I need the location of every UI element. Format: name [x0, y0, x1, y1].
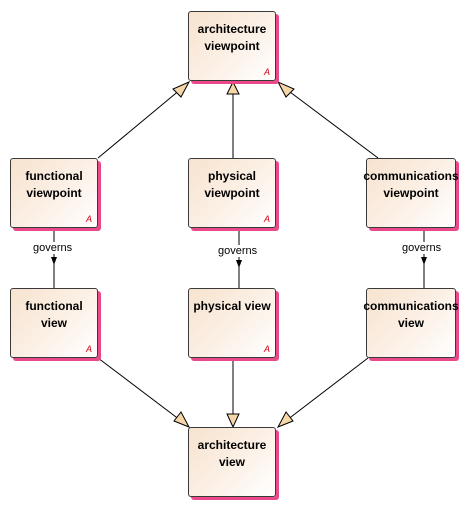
functional-governs-label: governs	[32, 242, 74, 254]
node-label: architecture view	[197, 438, 267, 469]
node-label: communications view	[363, 299, 459, 330]
abstract-badge: A	[263, 67, 270, 77]
edge-communications-viewpoint-to-architecture-viewpoint	[285, 88, 379, 159]
generalization-arrowhead	[276, 80, 295, 98]
functional-viewpoint-node[interactable]: functional viewpoint A	[10, 158, 98, 228]
node-label: functional viewpoint	[25, 169, 83, 200]
generalization-arrowhead	[276, 411, 294, 428]
direction-arrowhead	[236, 260, 242, 268]
abstract-badge: A	[263, 344, 270, 354]
node-label: architecture viewpoint	[197, 22, 267, 53]
node-label: communications viewpoint	[363, 169, 459, 200]
generalization-arrowhead	[226, 80, 240, 95]
communications-governs-label: governs	[401, 242, 443, 254]
architecture-viewpoint-node[interactable]: architecture viewpoint A	[188, 11, 276, 81]
generalization-arrowhead	[226, 413, 240, 429]
communications-view-node[interactable]: communications view	[363, 288, 459, 358]
physical-governs-label: governs	[217, 245, 259, 257]
edge-functional-view-to-architecture-view	[97, 357, 181, 421]
physical-view-node[interactable]: physical view A	[188, 288, 276, 358]
functional-view-node[interactable]: functional view A	[10, 288, 98, 358]
physical-viewpoint-node[interactable]: physical viewpoint A	[188, 158, 276, 228]
edge-communications-view-to-architecture-view	[286, 357, 369, 421]
architecture-view-node[interactable]: architecture view	[188, 427, 276, 497]
node-label: functional view	[25, 299, 83, 330]
abstract-badge: A	[85, 214, 92, 224]
abstract-badge: A	[85, 344, 92, 354]
generalization-arrowhead	[173, 411, 191, 428]
node-label: physical view	[193, 299, 271, 313]
direction-arrowhead	[421, 257, 427, 265]
generalization-arrowhead	[172, 80, 191, 98]
edge-functional-viewpoint-to-architecture-viewpoint	[97, 88, 182, 159]
communications-viewpoint-node[interactable]: communications viewpoint	[363, 158, 459, 228]
direction-arrowhead	[51, 257, 57, 265]
node-label: physical viewpoint	[204, 169, 260, 200]
abstract-badge: A	[263, 214, 270, 224]
